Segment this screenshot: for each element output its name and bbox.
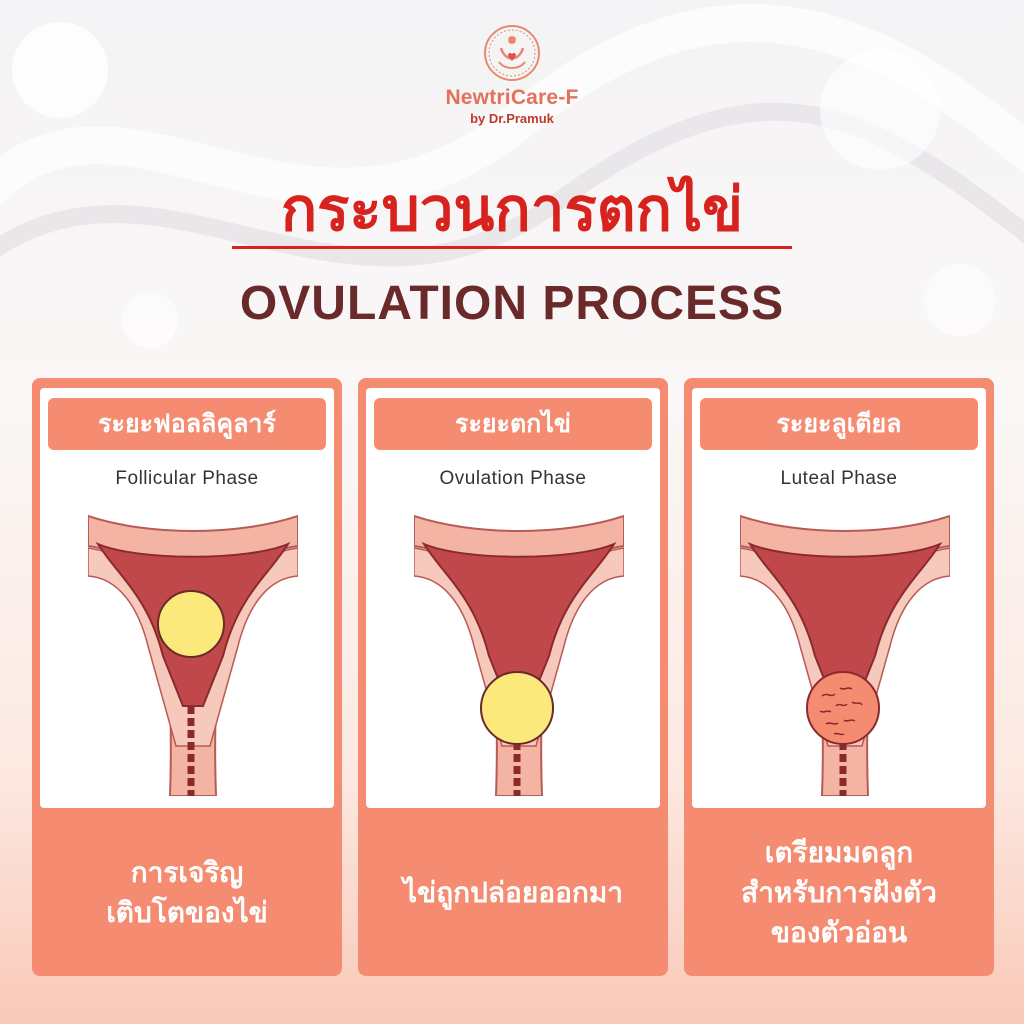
phase-description: เตรียมมดลูก สำหรับการฝังตัว ของตัวอ่อน — [684, 818, 994, 968]
phase-card-panel: ระยะลูเตียล Luteal Phase — [692, 388, 986, 808]
uterus-ovulation-illustration — [414, 514, 624, 796]
description-line: สำหรับการฝังตัว — [741, 876, 937, 909]
egg-icon — [480, 671, 554, 745]
phase-card-follicular: ระยะฟอลลิคูลาร์ Follicular Phase การเจริ… — [32, 378, 342, 976]
phase-card-panel: ระยะตกไข่ Ovulation Phase — [366, 388, 660, 808]
page-title-thai: กระบวนการตกไข่ — [280, 175, 744, 245]
phase-english-label: Luteal Phase — [780, 468, 898, 489]
description-line: เติบโตของไข่ — [106, 896, 268, 929]
phase-english-label: Follicular Phase — [115, 468, 259, 489]
phase-english-label: Ovulation Phase — [439, 468, 587, 489]
phase-thai-label: ระยะลูเตียล — [700, 398, 978, 450]
phase-description: การเจริญ เติบโตของไข่ — [32, 818, 342, 968]
brand-logo: NewtriCare-F by Dr.Pramuk — [0, 22, 1024, 126]
description-line: เตรียมมดลูก — [764, 836, 914, 869]
brand-name: NewtriCare-F — [445, 86, 579, 109]
uterus-luteal-illustration — [740, 514, 950, 796]
phase-card-luteal: ระยะลูเตียล Luteal Phase เตรียมมดลูก สำห… — [684, 378, 994, 976]
corpus-luteum-icon — [806, 671, 880, 745]
title-divider — [232, 246, 792, 249]
phase-thai-label: ระยะฟอลลิคูลาร์ — [48, 398, 326, 450]
description-line: การเจริญ — [130, 856, 244, 889]
description-line: ไข่ถูกปล่อยออกมา — [402, 876, 624, 909]
page-title-english: OVULATION PROCESS — [239, 277, 785, 330]
phase-card-ovulation: ระยะตกไข่ Ovulation Phase ไข่ถูกปล่อยออก… — [358, 378, 668, 976]
egg-icon — [157, 590, 225, 658]
brand-tagline: by Dr.Pramuk — [470, 111, 554, 126]
phase-description: ไข่ถูกปล่อยออกมา — [358, 818, 668, 968]
logo-icon — [484, 25, 540, 81]
phase-card-panel: ระยะฟอลลิคูลาร์ Follicular Phase — [40, 388, 334, 808]
phase-thai-label: ระยะตกไข่ — [374, 398, 652, 450]
uterus-follicular-illustration — [88, 514, 298, 796]
description-line: ของตัวอ่อน — [770, 916, 908, 949]
